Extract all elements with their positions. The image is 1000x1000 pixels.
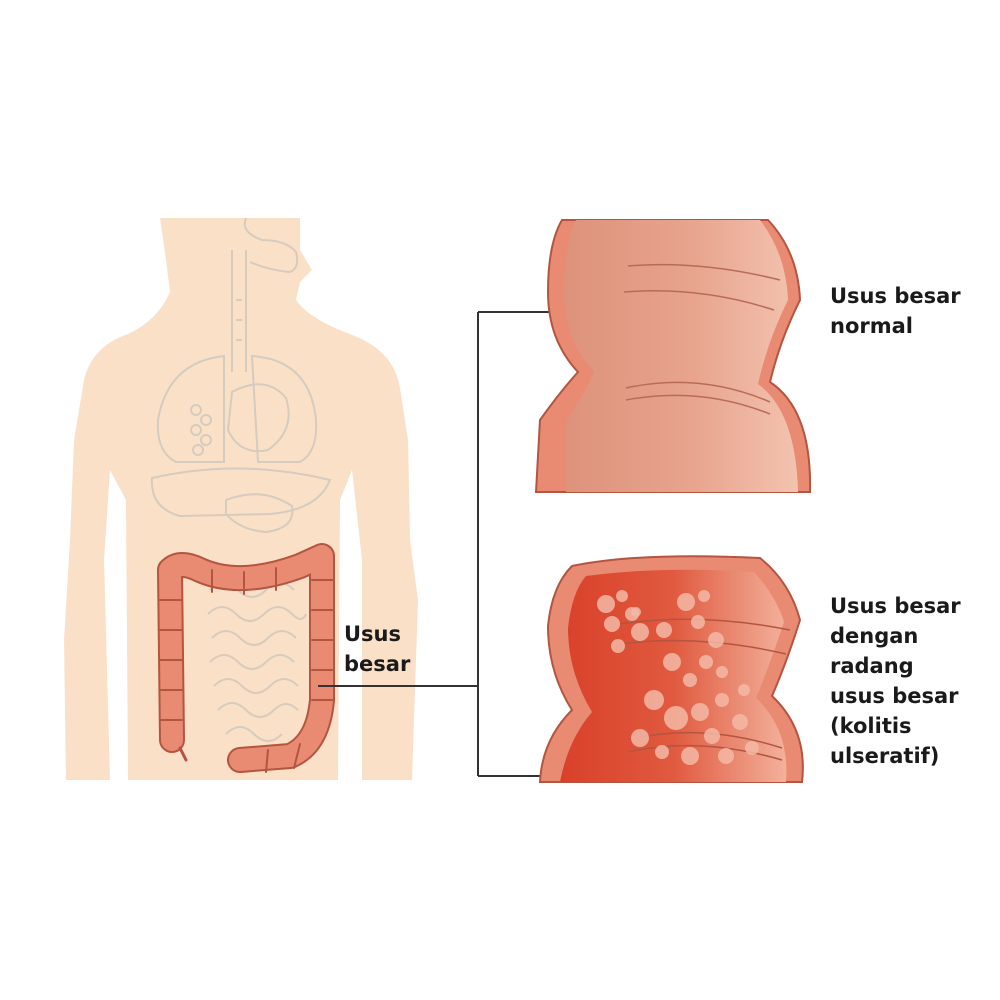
ulcer-patch <box>745 741 759 755</box>
ulcer-patch <box>708 632 724 648</box>
ulcer-patch <box>691 703 709 721</box>
ulcer-patch <box>699 655 713 669</box>
ulcer-patch <box>631 623 649 641</box>
ulcer-patch <box>681 747 699 765</box>
ulcer-patch <box>704 728 720 744</box>
normal-colon-label: Usus besar normal <box>830 284 961 338</box>
ulcer-patch <box>677 593 695 611</box>
ulcer-patches <box>597 590 759 765</box>
ulcer-patch <box>631 607 641 617</box>
inflamed-colon-label: Usus besar dengan radang usus besar (kol… <box>830 594 961 768</box>
ulcer-patch <box>683 673 697 687</box>
ulcer-patch <box>611 639 625 653</box>
ulcer-patch <box>718 748 734 764</box>
ulcer-patch <box>604 616 620 632</box>
body-silhouette <box>64 218 418 780</box>
ulcer-patch <box>738 684 750 696</box>
ulcer-patch <box>664 706 688 730</box>
normal-colon-panel <box>534 219 812 493</box>
body-colon-label: Usus besar <box>344 622 411 676</box>
ulcer-patch <box>597 595 615 613</box>
ulcer-patch <box>663 653 681 671</box>
ulcer-patch <box>656 622 672 638</box>
ulcer-patch <box>716 666 728 678</box>
ulcer-patch <box>631 729 649 747</box>
ulcer-patch <box>655 745 669 759</box>
ulcer-patch <box>732 714 748 730</box>
ulcer-patch <box>691 615 705 629</box>
body-colon <box>157 543 335 773</box>
ulcer-patch <box>616 590 628 602</box>
ulcer-patch <box>698 590 710 602</box>
ulcer-patch <box>644 690 664 710</box>
ulcer-patch <box>715 693 729 707</box>
